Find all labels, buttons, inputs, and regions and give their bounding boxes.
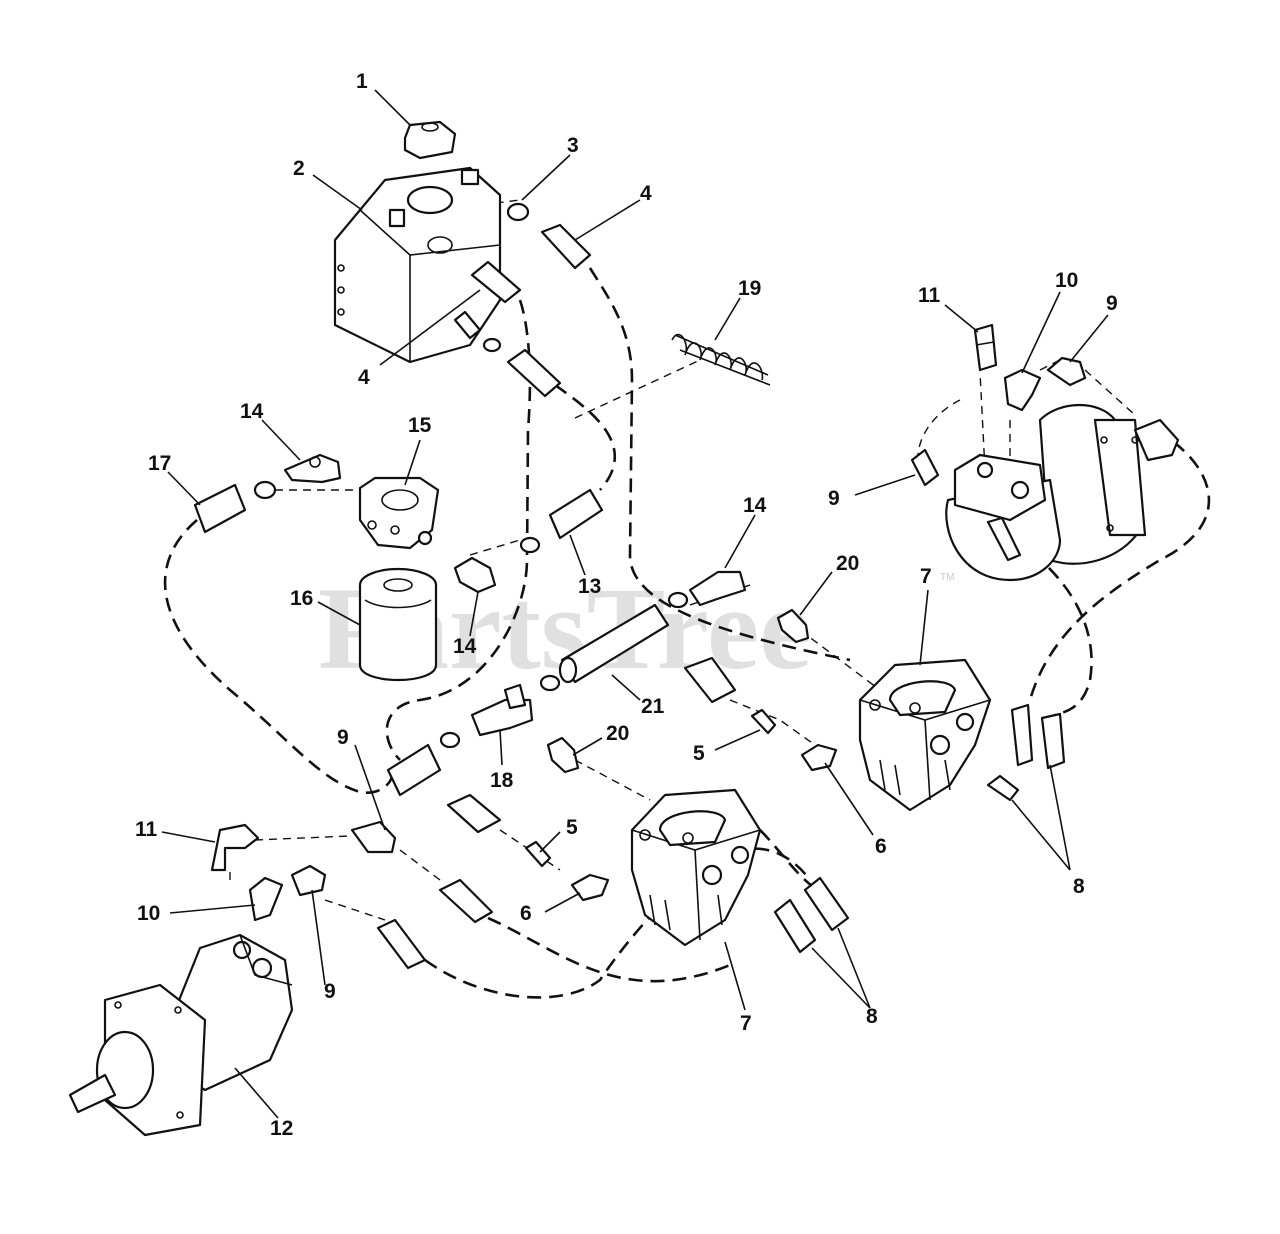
fitting-9-right-lower — [910, 448, 940, 487]
hydraulic-motor-right — [945, 403, 1180, 582]
fitting-9-left-lower — [290, 864, 327, 897]
callout-18: 18 — [490, 769, 514, 792]
callout-16: 16 — [290, 587, 313, 610]
callout-9-right-upper: 9 — [1106, 292, 1118, 315]
spring — [671, 333, 771, 386]
callout-17: 17 — [148, 452, 171, 475]
hydraulic-motor-left — [68, 933, 294, 1137]
watermark-trademark: TM — [940, 572, 954, 583]
callout-6-upper: 6 — [875, 835, 887, 858]
elbow-fitting-14-left — [253, 453, 342, 500]
tee-fitting — [439, 683, 534, 749]
hose-left-lower — [376, 878, 494, 970]
callout-7-right: 7 — [920, 565, 932, 588]
hydraulic-pump-right — [858, 658, 992, 812]
fitting-5-lower — [524, 840, 552, 868]
filter-head — [358, 476, 440, 550]
elbow-10-right — [1003, 368, 1042, 412]
callout-9-left-lower: 9 — [324, 980, 336, 1003]
elbow-fitting-14-lower — [453, 556, 497, 594]
reservoir-cap — [403, 120, 457, 160]
fitting-11-right — [973, 323, 998, 372]
hose-13 — [519, 488, 604, 554]
callout-4-upper: 4 — [640, 182, 652, 205]
callout-4-tank: 4 — [358, 366, 370, 389]
elbow-6-upper — [800, 743, 838, 772]
fitting-20-center — [546, 736, 580, 774]
callout-5-upper: 5 — [693, 742, 705, 765]
oil-filter — [358, 567, 438, 681]
hydraulic-pump-center — [630, 788, 762, 947]
callout-9-right-lower: 9 — [828, 487, 840, 510]
callout-10-left: 10 — [137, 902, 160, 925]
callout-2: 2 — [293, 157, 305, 180]
callout-19: 19 — [738, 277, 761, 300]
hydraulic-reservoir-tank — [333, 166, 502, 364]
hose-4-upper — [540, 223, 592, 270]
callout-1: 1 — [356, 70, 368, 93]
callout-9-left-upper: 9 — [337, 726, 349, 749]
elbow-6-lower — [570, 873, 610, 902]
callout-labels: 1 2 3 4 4 19 11 10 9 14 15 17 9 13 14 20… — [135, 70, 1118, 1140]
fitting-tank-outlet — [453, 310, 562, 398]
callout-15: 15 — [408, 414, 432, 437]
callout-20-center: 20 — [606, 722, 629, 745]
callout-8-center: 8 — [866, 1005, 878, 1028]
callout-6-lower: 6 — [520, 902, 532, 925]
callout-10-right: 10 — [1055, 269, 1078, 292]
callout-7-center: 7 — [740, 1012, 752, 1035]
callout-14-right: 14 — [743, 494, 767, 517]
callout-21: 21 — [641, 695, 665, 718]
callout-leaders — [161, 89, 1109, 1119]
tube-21 — [539, 603, 670, 692]
callout-11-left: 11 — [135, 818, 158, 841]
fitting-9-left-upper — [350, 820, 397, 854]
elbow-fitting-14-right — [667, 570, 747, 609]
callout-14-lower: 14 — [453, 635, 477, 658]
hose-lower-left — [386, 743, 502, 834]
fitting-8-right — [986, 703, 1066, 802]
fitting-5-upper — [750, 708, 777, 735]
fitting-9-right-upper — [1046, 356, 1087, 387]
callout-20-right: 20 — [836, 552, 859, 575]
callout-3: 3 — [567, 134, 579, 157]
fitting-20-right — [776, 608, 810, 644]
callout-13: 13 — [578, 575, 601, 598]
callout-12: 12 — [270, 1117, 293, 1140]
elbow-10-left — [248, 876, 284, 922]
callout-8-right: 8 — [1073, 875, 1085, 898]
hose-17 — [193, 483, 247, 534]
callout-11-right: 11 — [918, 284, 941, 307]
callout-14-left: 14 — [240, 400, 264, 423]
hose-center-right — [683, 656, 737, 704]
hose-lines — [163, 267, 1211, 999]
fitting-8-center — [773, 876, 850, 954]
callout-5-lower: 5 — [566, 816, 578, 839]
hose-4-tank — [470, 260, 522, 304]
hose-clamp-3 — [506, 202, 530, 222]
fitting-11-left — [210, 823, 260, 872]
